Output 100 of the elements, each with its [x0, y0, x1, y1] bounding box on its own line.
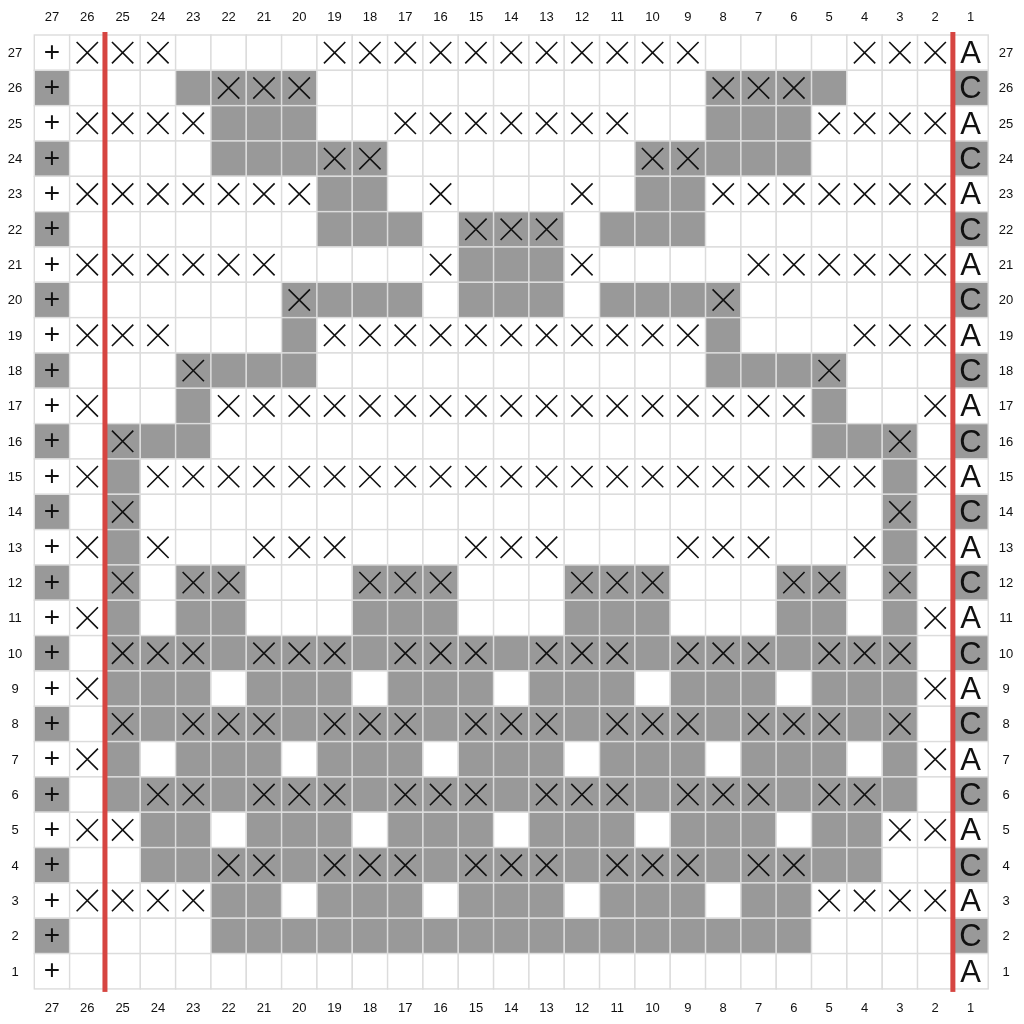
- stitch-symbol: +: [43, 249, 61, 278]
- column-number: 27: [44, 9, 60, 23]
- row-number: 11: [999, 611, 1013, 625]
- column-number: 7: [754, 9, 763, 23]
- row-letter: A: [960, 390, 981, 422]
- column-number: 16: [433, 1000, 448, 1014]
- row-letter: A: [960, 602, 981, 634]
- row-number: 25: [7, 116, 23, 130]
- row-number: 25: [998, 116, 1014, 130]
- stitch-symbol: +: [43, 850, 61, 879]
- row-number: 10: [998, 646, 1014, 660]
- column-number: 19: [327, 9, 342, 23]
- row-number: 15: [998, 470, 1014, 484]
- row-number: 23: [7, 187, 23, 201]
- row-number: 24: [7, 152, 23, 166]
- row-number: 21: [7, 258, 23, 272]
- row-number: 22: [7, 222, 23, 236]
- column-number: 21: [256, 1000, 272, 1014]
- stitch-symbol: +: [43, 355, 61, 384]
- row-number: 8: [11, 717, 19, 731]
- row-letter: A: [960, 461, 981, 493]
- column-number: 15: [468, 1000, 484, 1014]
- stitch-symbol: +: [43, 814, 61, 843]
- column-number: 13: [539, 9, 554, 23]
- column-number: 2: [931, 1000, 939, 1014]
- column-number: 11: [610, 9, 624, 23]
- column-number: 4: [860, 1000, 869, 1014]
- stitch-symbol: +: [43, 602, 61, 631]
- row-number: 7: [11, 752, 19, 766]
- row-number: 14: [998, 505, 1014, 519]
- stitch-symbol: +: [43, 284, 61, 313]
- column-number: 25: [115, 9, 130, 23]
- row-number: 6: [11, 788, 19, 802]
- row-number: 20: [998, 293, 1014, 307]
- row-letter: A: [960, 531, 981, 563]
- column-number: 23: [186, 9, 201, 23]
- row-number: 3: [11, 894, 19, 908]
- row-number: 23: [998, 187, 1014, 201]
- column-number: 14: [504, 1000, 519, 1014]
- column-number: 22: [221, 9, 236, 23]
- stitch-symbol: +: [43, 779, 61, 808]
- row-letter: A: [960, 37, 981, 69]
- row-number: 22: [998, 222, 1014, 236]
- stitch-symbol: +: [43, 673, 61, 702]
- row-number: 10: [7, 646, 23, 660]
- column-number: 9: [684, 1000, 692, 1014]
- row-number: 19: [998, 328, 1014, 342]
- row-letter: C: [959, 496, 982, 528]
- column-number: 16: [433, 9, 448, 23]
- row-number: 26: [998, 81, 1014, 95]
- column-number: 27: [44, 1000, 60, 1014]
- column-number: 20: [292, 9, 307, 23]
- stitch-symbol: +: [43, 426, 61, 455]
- row-number: 5: [11, 823, 19, 837]
- stitch-symbol: +: [43, 37, 61, 66]
- stitch-symbol: +: [43, 73, 61, 101]
- stitch-symbol: +: [43, 178, 61, 207]
- column-number: 20: [292, 1000, 307, 1014]
- row-letter: C: [959, 143, 982, 175]
- stitch-symbol: +: [43, 956, 61, 985]
- row-number: 4: [11, 858, 19, 872]
- column-number: 5: [825, 1000, 833, 1014]
- row-number: 12: [7, 576, 23, 590]
- row-letter: C: [959, 355, 982, 387]
- row-number: 7: [1002, 752, 1010, 766]
- column-number: 10: [645, 1000, 660, 1014]
- column-number: 14: [504, 9, 519, 23]
- row-letter: C: [959, 213, 982, 245]
- row-letter: A: [960, 249, 981, 281]
- row-number: 11: [8, 611, 22, 625]
- row-number: 19: [7, 328, 23, 342]
- column-number: 25: [115, 1000, 130, 1014]
- row-letter: A: [960, 743, 981, 775]
- column-number: 9: [684, 9, 692, 23]
- row-number: 1: [11, 964, 19, 978]
- column-number: 1: [966, 1000, 975, 1014]
- row-number: 1: [1002, 964, 1010, 978]
- column-number: 7: [754, 1000, 763, 1014]
- row-number: 17: [7, 399, 23, 413]
- row-letter: C: [959, 72, 982, 104]
- column-number: 1: [966, 9, 975, 23]
- row-number: 17: [998, 399, 1014, 413]
- column-number: 2: [931, 9, 939, 23]
- column-number: 26: [80, 9, 95, 23]
- stitch-symbol: +: [43, 461, 61, 490]
- row-letter: C: [959, 708, 982, 740]
- column-number: 11: [610, 1000, 624, 1014]
- row-letter: C: [959, 284, 982, 316]
- column-number: 10: [645, 9, 660, 23]
- row-letter: A: [960, 814, 981, 846]
- column-number: 26: [80, 1000, 95, 1014]
- column-number: 12: [574, 9, 590, 23]
- row-letter: A: [960, 673, 981, 705]
- column-number: 17: [398, 1000, 413, 1014]
- row-number: 9: [1002, 682, 1010, 696]
- row-number: 5: [1002, 823, 1010, 837]
- row-number: 16: [998, 434, 1014, 448]
- column-number: 24: [150, 1000, 166, 1014]
- column-number: 18: [362, 9, 378, 23]
- row-number: 13: [7, 540, 23, 554]
